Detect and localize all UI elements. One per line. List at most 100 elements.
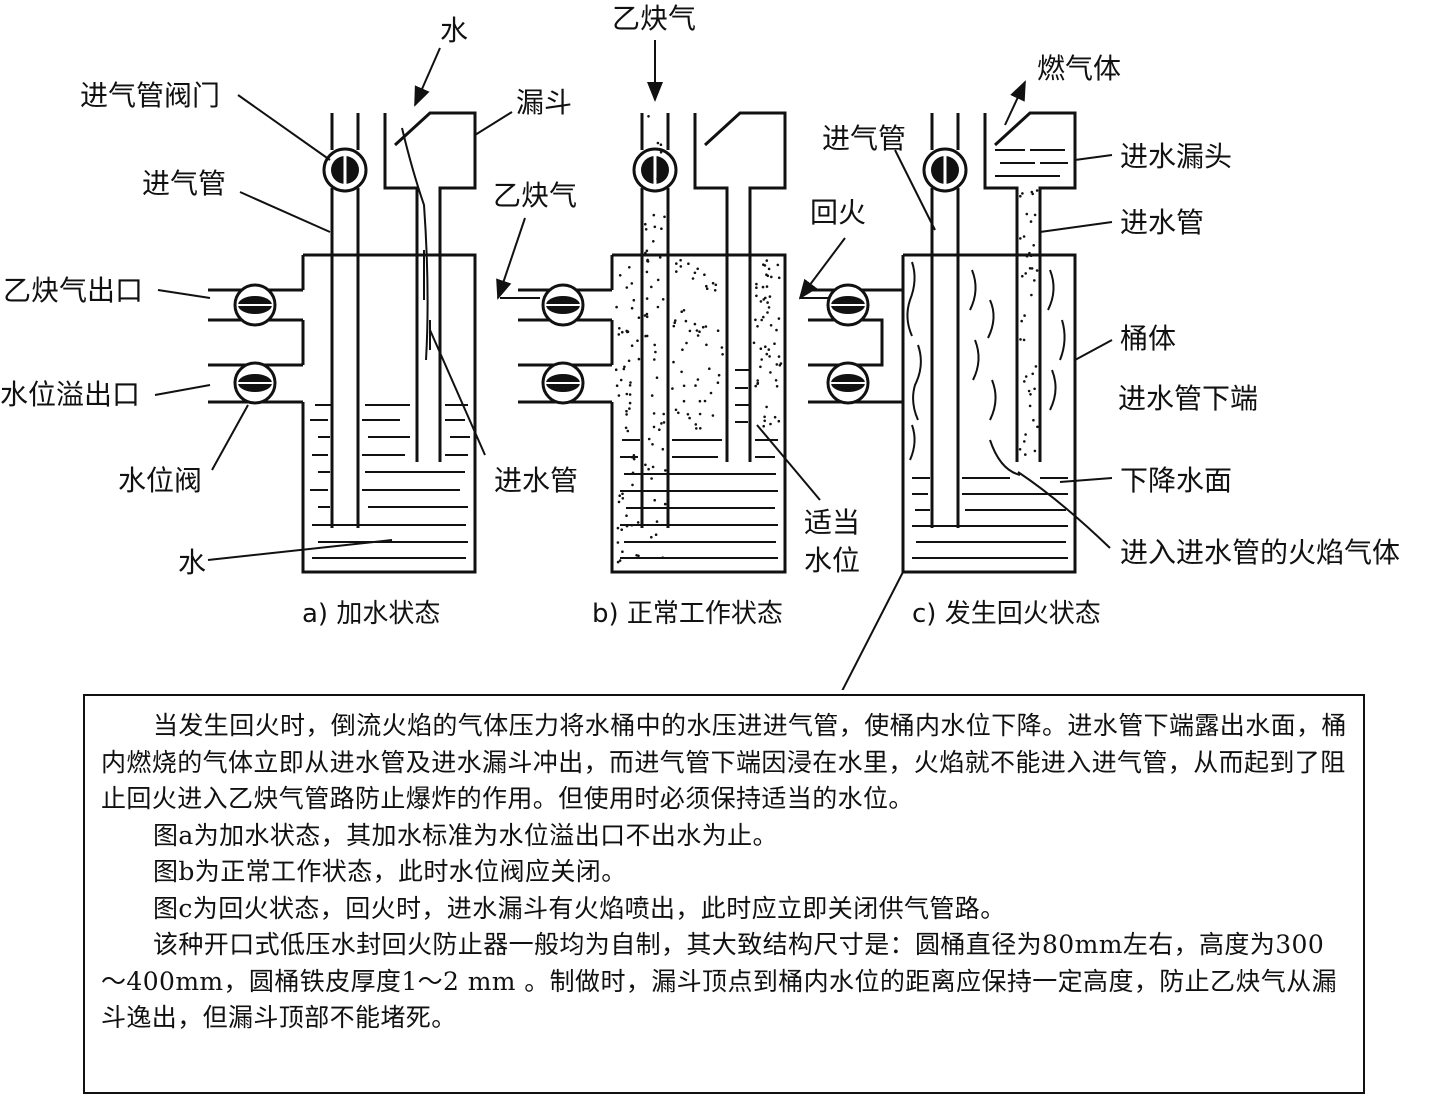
label-feed-pipe-a: 进水管 (494, 464, 578, 497)
gas-dot (694, 384, 697, 387)
gas-dot (1033, 387, 1036, 391)
gas-dot (763, 419, 766, 423)
gas-dot (759, 300, 763, 303)
backfire-preventer-diagram: 进气管阀门 进气管 乙炔气出口 水位溢出口 水位阀 水 水 漏斗 进水管 乙炔气… (0, 2, 1400, 690)
label-funnel: 漏斗 (516, 86, 572, 119)
gas-dot (615, 305, 618, 309)
gas-dot (711, 281, 715, 285)
gas-dot (777, 355, 781, 358)
gas-dot (618, 494, 621, 498)
gas-dot (766, 311, 769, 314)
gas-dot (628, 407, 631, 410)
gas-dot (705, 287, 709, 291)
gas-dot (766, 274, 770, 278)
gas-dot (1030, 267, 1034, 270)
explanation-paragraph-5: 该种开口式低压水封回火防止器一般均为自制，其大致结构尺寸是：圆桶直径为80mm左… (101, 930, 1338, 1032)
gas-dot (779, 362, 783, 365)
gas-dot (705, 284, 708, 288)
gas-dot (625, 514, 628, 517)
gas-dot (679, 265, 683, 268)
gas-dot (659, 150, 663, 154)
label-water-drop: 下降水面 (1120, 464, 1232, 497)
gas-dot (679, 258, 682, 262)
gas-dot (764, 345, 767, 349)
label-burn-gas: 燃气体 (1037, 52, 1121, 85)
gas-dot (632, 454, 636, 457)
gas-dot (661, 447, 665, 451)
gas-dot (773, 342, 776, 346)
gas-dot (675, 262, 678, 265)
gas-dot (653, 358, 656, 361)
gas-dot (713, 289, 717, 292)
gas-dot (636, 521, 640, 524)
gas-dot (774, 379, 778, 382)
gas-dot (694, 423, 698, 426)
label-water-top: 水 (440, 14, 468, 47)
gas-dot (625, 413, 628, 416)
gas-dot (1024, 375, 1028, 378)
label-water-bottom: 水 (178, 546, 206, 579)
gas-dot (655, 376, 659, 380)
gas-dot (769, 324, 773, 327)
gas-dot (763, 264, 767, 267)
gas-dot (650, 535, 653, 539)
gas-dot (1018, 448, 1022, 451)
label-level-line2: 水位 (804, 544, 860, 577)
gas-dot (673, 321, 676, 325)
gas-dot (1023, 314, 1026, 317)
gas-dot (674, 319, 677, 322)
gas-dot (645, 312, 649, 316)
gas-dot (762, 298, 765, 301)
gas-dot (1020, 319, 1023, 323)
gas-dot (625, 286, 629, 289)
gas-dot (680, 370, 683, 374)
gas-dot (681, 348, 684, 352)
gas-dot (660, 227, 663, 230)
gas-dot (663, 502, 667, 506)
label-overflow: 水位溢出口 (0, 378, 140, 411)
gas-dot (656, 305, 660, 309)
gas-dot (658, 428, 661, 432)
gas-dot (1021, 192, 1024, 195)
gas-dot (688, 416, 691, 420)
gas-dot (717, 373, 721, 377)
gas-dot (652, 213, 656, 217)
gas-dot (615, 384, 619, 388)
gas-dot (767, 306, 771, 309)
gas-dot (674, 408, 678, 412)
gas-dot (1023, 440, 1026, 443)
label-inlet-pipe-a: 进气管 (142, 167, 226, 200)
gas-dot (631, 483, 634, 487)
gas-dot (653, 225, 657, 229)
gas-dot (756, 381, 760, 385)
gas-dot (1025, 254, 1029, 258)
gas-dot (720, 346, 724, 349)
gas-dot (755, 294, 758, 298)
gas-dot (618, 274, 622, 277)
gas-dot (644, 463, 647, 467)
inlet-valve-icon (922, 147, 968, 193)
gas-dot (658, 256, 662, 259)
gas-dot (628, 384, 632, 387)
gas-dot (651, 465, 655, 469)
gas-dot (656, 141, 660, 145)
label-level-line1: 适当 (804, 506, 860, 539)
gas-dot (644, 228, 648, 231)
gas-dot (777, 276, 781, 280)
gas-dot (693, 322, 697, 326)
gas-dot (620, 528, 623, 531)
gas-dot (672, 324, 676, 328)
gas-dot (769, 422, 772, 426)
label-backfire: 回火 (810, 196, 866, 229)
label-inlet-valve: 进气管阀门 (80, 79, 220, 112)
gas-dot (654, 533, 658, 536)
gas-dot (1019, 338, 1022, 341)
gas-dot (654, 350, 657, 354)
gas-dot (664, 469, 667, 472)
gas-dot (765, 285, 769, 288)
gas-dot (659, 143, 663, 146)
gas-dot (769, 371, 772, 374)
gas-dot (775, 328, 778, 332)
gas-dot (652, 240, 655, 243)
gas-dot (691, 277, 695, 280)
